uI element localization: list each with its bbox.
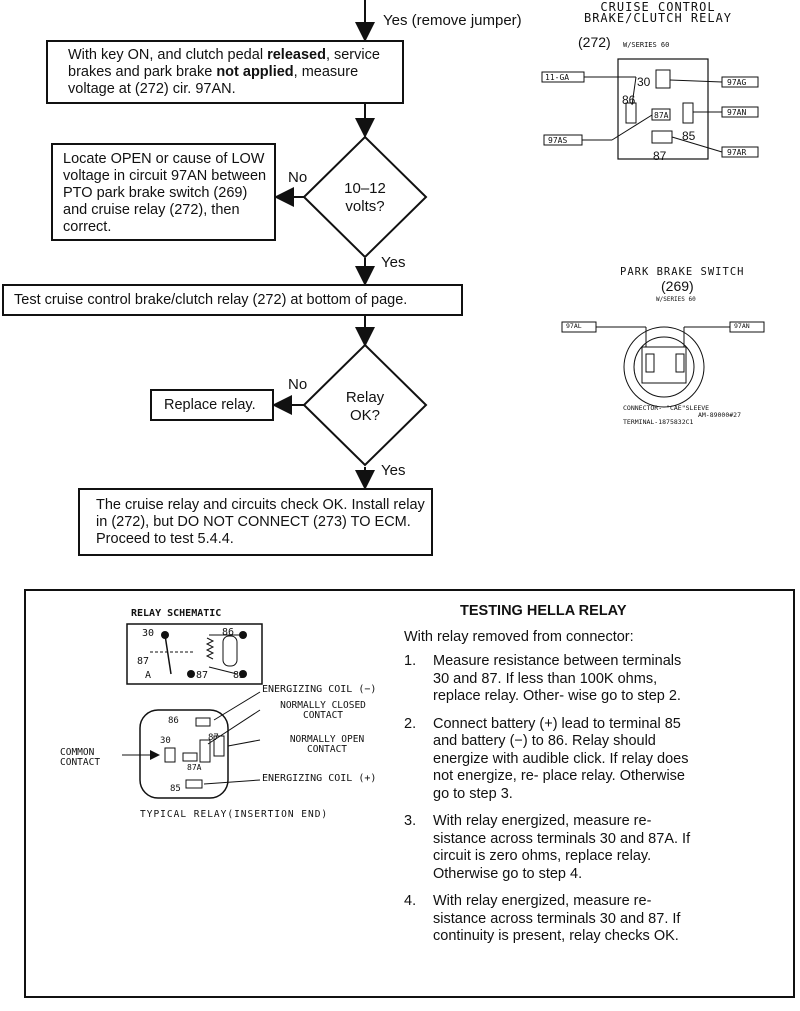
step-text: Connect battery (+) lead to terminal 85 … (433, 715, 689, 802)
relay-check-ok-box: The cruise relay and circuits check OK. … (78, 488, 433, 556)
decision2-no-label: No (288, 376, 308, 393)
park-switch-title: PARK BRAKE SWITCH (620, 266, 745, 278)
relay-schematic-drawing (126, 623, 263, 685)
decision1-line2: volts? (345, 198, 385, 215)
box1-text-a: With key ON, and clutch pedal (68, 47, 268, 63)
normally-closed-label: NORMALLY CLOSED CONTACT (268, 701, 378, 721)
schem-term-87a-label: 87 (137, 656, 150, 667)
decision1-line1: 10–12 (344, 180, 386, 197)
box1-bold-released: released (267, 47, 326, 63)
relay-series-note: W/SERIES 60 (623, 41, 670, 49)
schem-term-85: 85 (233, 670, 246, 681)
testing-steps: 1. Measure resistance between terminals … (404, 653, 694, 956)
relay-term-87: 87 (208, 733, 219, 743)
wire-97ag: 97AG (727, 78, 747, 87)
testing-heading: TESTING HELLA RELAY (460, 603, 627, 619)
wire-97an-switch: 97AN (734, 322, 750, 330)
testing-step: 1. Measure resistance between terminals … (404, 653, 694, 706)
step-number: 4. (404, 893, 417, 909)
box1-text-b: , service brakes and park brake (68, 47, 380, 80)
testing-panel (24, 589, 795, 998)
note-connector: CONNECTOR- "CAE"SLEEVE (623, 404, 710, 412)
decision1-text: 10–12 volts? (325, 180, 405, 216)
wire-11-ga: 11-GA (545, 73, 570, 82)
park-switch-diagram (561, 321, 765, 408)
normally-open-line: NORMALLY OPEN (289, 734, 365, 745)
relay-title-line2: BRAKE/CLUTCH RELAY (583, 11, 733, 25)
term-85: 85 (682, 129, 696, 143)
common-line: COMMON (60, 747, 95, 758)
schem-term-86: 86 (222, 627, 235, 638)
relay-term-30: 30 (160, 736, 171, 746)
testing-step: 4. With relay energized, measure re- sis… (404, 893, 694, 946)
normally-open-label: NORMALLY OPEN CONTACT (272, 735, 382, 755)
decision2-yes-label: Yes (381, 462, 406, 479)
relay-schematic-title: RELAY SCHEMATIC (131, 608, 222, 619)
park-switch-series: W/SERIES 60 (656, 296, 696, 303)
decision1-yes-label: Yes (381, 254, 406, 271)
locate-open-box: Locate OPEN or cause of LOW voltage in c… (51, 143, 276, 241)
energizing-coil-neg-label: ENERGIZING COIL (−) (262, 684, 377, 695)
wire-97an-relay: 97AN (727, 108, 747, 117)
normally-closed-contact: CONTACT (302, 710, 344, 721)
relay-connector-diagram (541, 58, 759, 160)
note-part: AM-89000#27 (697, 411, 741, 419)
top-yes-label: Yes (remove jumper) (383, 12, 522, 29)
step-text: With relay energized, measure re- sistan… (433, 893, 681, 944)
wire-97as: 97AS (548, 136, 568, 145)
step-text: With relay energized, measure re- sistan… (433, 813, 691, 882)
normally-closed-line: NORMALLY CLOSED (280, 700, 366, 711)
energizing-coil-pos-label: ENERGIZING COIL (+) (262, 773, 377, 784)
term-87: 87 (653, 149, 667, 163)
testing-intro: With relay removed from connector: (404, 629, 634, 645)
note-terminal: TERMINAL-1875832C1 (623, 418, 694, 426)
relay-term-85: 85 (170, 784, 181, 794)
replace-relay-box: Replace relay. (150, 389, 274, 421)
relay-connector-title: CRUISE CONTROL BRAKE/CLUTCH RELAY (583, 0, 733, 25)
common-contact: CONTACT (60, 757, 101, 768)
decision2-text: Relay OK? (325, 389, 405, 425)
wire-97ar: 97AR (727, 148, 747, 157)
decision1-no-label: No (288, 169, 308, 186)
common-contact-label: COMMON CONTACT (60, 748, 100, 768)
decision2-line2: OK? (349, 407, 380, 424)
schem-term-87: 87 (196, 670, 209, 681)
term-86: 86 (622, 93, 636, 107)
box1-text-c: , measure voltage at (272) cir. 97AN. (68, 64, 359, 97)
typical-relay-caption: TYPICAL RELAY(INSERTION END) (140, 809, 329, 820)
park-switch-number: (269) (661, 278, 694, 294)
relay-term-86: 86 (168, 716, 179, 726)
step-text: Measure resistance between terminals 30 … (433, 653, 682, 704)
decision-diamond-relay (302, 343, 428, 467)
relay-connector-number: (272) (578, 34, 611, 50)
measure-voltage-box: With key ON, and clutch pedal released, … (46, 40, 404, 104)
decision2-line1: Relay (345, 389, 385, 406)
park-switch-notes: CONNECTOR- "CAE"SLEEVE AM-89000#27 TERMI… (623, 405, 741, 426)
typical-relay-drawing (122, 691, 261, 799)
step-number: 3. (404, 813, 417, 829)
test-relay-box: Test cruise control brake/clutch relay (… (2, 284, 463, 316)
schem-term-30: 30 (142, 628, 155, 639)
relay-title-line1: CRUISE CONTROL (600, 0, 716, 14)
term-30: 30 (637, 75, 651, 89)
decision-diamond-voltage (302, 135, 428, 259)
schem-term-a: A (145, 670, 152, 681)
term-87a: 87A (654, 111, 669, 120)
normally-open-contact: CONTACT (306, 744, 348, 755)
testing-step: 2. Connect battery (+) lead to terminal … (404, 716, 694, 804)
box1-bold-not-applied: not applied (216, 64, 294, 80)
testing-step: 3. With relay energized, measure re- sis… (404, 813, 694, 883)
step-number: 1. (404, 653, 417, 669)
step-number: 2. (404, 715, 417, 732)
relay-term-87a: 87A (187, 763, 202, 772)
wire-97al: 97AL (566, 322, 582, 330)
